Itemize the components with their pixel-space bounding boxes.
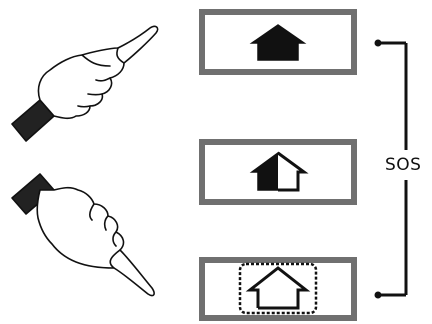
button-outline-house[interactable]: [202, 260, 354, 318]
hand-top-pointing-icon: [12, 26, 158, 141]
button-half-filled-house[interactable]: [202, 142, 354, 202]
sos-label: SOS: [385, 155, 421, 175]
hand-bottom-outline: [37, 188, 154, 296]
hand-top-outline: [38, 26, 157, 118]
button-filled-house[interactable]: [202, 12, 354, 72]
bracket-top-dot: [375, 40, 382, 47]
bracket-bottom-dot: [375, 292, 382, 299]
hand-bottom-pointing-icon: [12, 174, 154, 296]
